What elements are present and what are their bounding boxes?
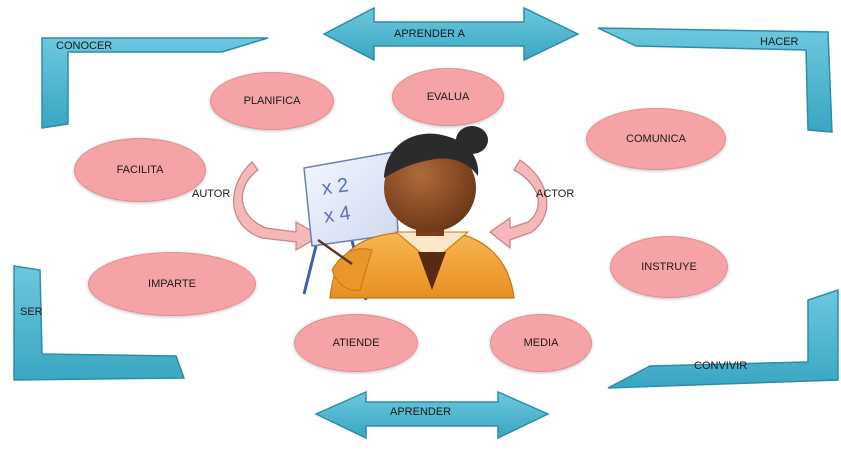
oval-planifica: PLANIFICA [210,72,334,130]
oval-evalua: EVALUA [392,68,504,126]
oval-media: MEDIA [490,314,592,372]
oval-atiende: ATIENDE [294,314,418,372]
oval-imparte: IMPARTE [88,252,256,316]
teacher-icon [302,126,515,301]
corner-conocer [41,37,269,129]
corner-convivir [607,288,839,389]
label-autor: AUTOR [192,188,231,200]
label-aprender: APRENDER [390,406,452,418]
oval-facilita: FACILITA [74,138,206,202]
curved-arrow-left [232,161,322,252]
label-ser: SER [20,306,43,318]
label-convivir: CONVIVIR [694,360,748,372]
board-line-1: x 2 [320,174,351,200]
curved-arrow-right [488,159,548,250]
arrow-aprender [314,390,550,440]
corner-ser [13,265,186,381]
label-aprender-a: APRENDER A [394,28,465,40]
arrow-aprender-a [322,6,580,62]
oval-instruye: INSTRUYE [610,236,728,298]
oval-comunica: COMUNICA [586,108,726,170]
label-actor: ACTOR [536,188,575,200]
label-hacer: HACER [760,36,799,48]
corner-hacer [597,27,833,133]
label-conocer: CONOCER [56,40,113,52]
board-line-2: x 4 [322,202,353,228]
